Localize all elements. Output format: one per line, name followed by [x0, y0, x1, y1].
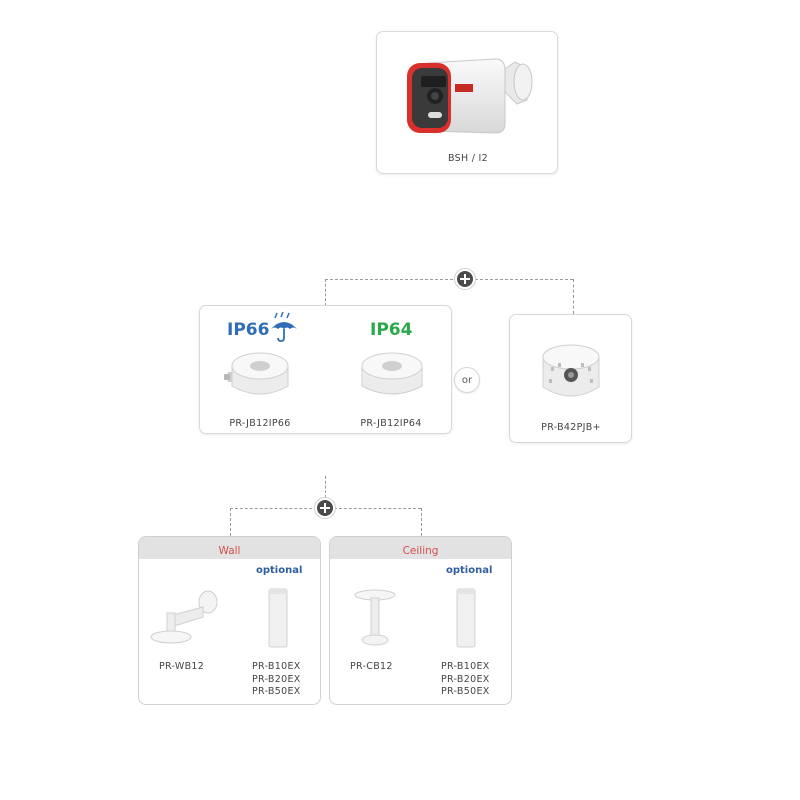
connector-top-left-drop	[325, 279, 326, 306]
plus-icon	[315, 498, 335, 518]
pole-adapter-model-label: PR-B42PJB+	[541, 422, 601, 433]
wall-extension-pole-image	[268, 588, 288, 648]
ceiling-extension-model: PR-B50EX	[441, 686, 490, 697]
wall-mount-card[interactable]: Wall optional PR-WB12 PR-B10EX PR-B20EX …	[138, 536, 321, 705]
pole-adapter-card[interactable]: PR-B42PJB+	[509, 314, 632, 443]
wall-optional-label: optional	[256, 565, 303, 576]
wall-extension-model: PR-B50EX	[252, 686, 301, 697]
connector-mid-right-drop	[421, 508, 422, 536]
ip66-model-label: PR-JB12IP66	[229, 418, 291, 429]
connector-mid-left-drop	[230, 508, 231, 536]
junction-box-ip66-image	[224, 352, 289, 395]
ceiling-bracket-model-label: PR-CB12	[350, 661, 393, 672]
wall-bracket-image	[150, 590, 218, 644]
ip66-rating: IP66	[227, 320, 270, 340]
pole-adapter-image	[542, 344, 600, 397]
plus-icon	[455, 269, 475, 289]
ceiling-extension-model: PR-B10EX	[441, 661, 490, 672]
bullet-camera-image	[407, 58, 533, 134]
ip64-rating: IP64	[370, 320, 413, 340]
ceiling-mount-title: Ceiling	[330, 537, 511, 559]
ip64-model-label: PR-JB12IP64	[360, 418, 422, 429]
ceiling-optional-label: optional	[446, 565, 493, 576]
ceiling-mount-card[interactable]: Ceiling optional PR-CB12 PR-B10EX PR-B20…	[329, 536, 512, 705]
wall-extension-model: PR-B10EX	[252, 661, 301, 672]
ceiling-extension-pole-image	[456, 588, 476, 648]
junction-box-card[interactable]: IP66 IP64 PR-JB12IP66 PR-JB12IP64	[199, 305, 452, 434]
or-separator: or	[454, 367, 480, 393]
connector-mid-stem	[325, 476, 326, 498]
umbrella-rain-icon	[271, 311, 297, 342]
camera-card[interactable]: BSH / I2	[376, 31, 558, 174]
ceiling-bracket-image	[354, 589, 396, 646]
wall-bracket-model-label: PR-WB12	[159, 661, 205, 672]
wall-extension-model: PR-B20EX	[252, 673, 301, 685]
camera-model-label: BSH / I2	[447, 153, 489, 164]
ceiling-extension-model: PR-B20EX	[441, 673, 490, 685]
connector-top-horizontal	[325, 279, 573, 280]
junction-box-ip64-image	[361, 352, 423, 395]
wall-mount-title: Wall	[139, 537, 320, 559]
or-text: or	[461, 374, 473, 386]
connector-top-right-drop	[573, 279, 574, 314]
ceiling-extension-models: PR-B10EX PR-B20EX PR-B50EX	[441, 661, 490, 699]
wall-extension-models: PR-B10EX PR-B20EX PR-B50EX	[252, 661, 301, 699]
